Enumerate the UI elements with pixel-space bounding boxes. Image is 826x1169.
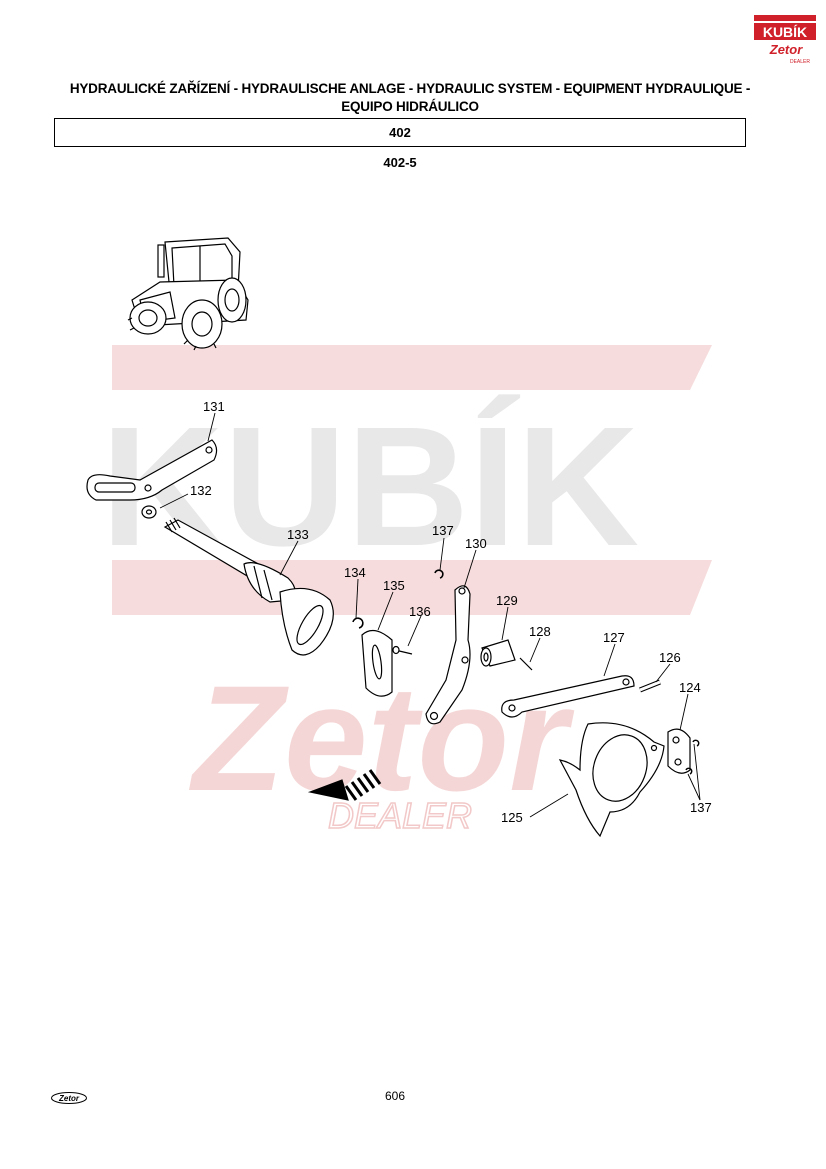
section-number-box: 402 bbox=[54, 118, 746, 147]
part-label-134: 134 bbox=[344, 565, 366, 580]
part-label-128: 128 bbox=[529, 624, 551, 639]
part-134-circlip bbox=[352, 617, 364, 629]
part-125-cam bbox=[558, 722, 665, 838]
page-title: HYDRAULICKÉ ZAŘÍZENÍ - HYDRAULISCHE ANLA… bbox=[40, 80, 780, 116]
part-124-link bbox=[667, 728, 691, 774]
part-label-129: 129 bbox=[496, 593, 518, 608]
part-130-arm bbox=[425, 585, 471, 725]
part-137-clip bbox=[434, 569, 444, 579]
part-label-135: 135 bbox=[383, 578, 405, 593]
logo-zetor-text: Zetor bbox=[769, 42, 803, 57]
part-labels: 131 132 133 134 135 136 137 130 129 128 … bbox=[190, 399, 712, 825]
title-line-2: EQUIPO HIDRÁULICO bbox=[341, 99, 479, 114]
watermark: KUBÍK Zetor DEALER bbox=[101, 345, 712, 837]
part-131-lever bbox=[86, 439, 218, 501]
part-label-136: 136 bbox=[409, 604, 431, 619]
part-127-rod bbox=[501, 675, 635, 718]
zetor-footer-logo: Zetor bbox=[51, 1092, 87, 1104]
part-label-131: 131 bbox=[203, 399, 225, 414]
part-label-137-top: 137 bbox=[432, 523, 454, 538]
section-number: 402 bbox=[389, 125, 411, 140]
logo-dealer-text: DEALER bbox=[790, 59, 810, 65]
part-label-132: 132 bbox=[190, 483, 212, 498]
parts bbox=[86, 412, 701, 838]
title-line-1: HYDRAULICKÉ ZAŘÍZENÍ - HYDRAULISCHE ANLA… bbox=[69, 81, 751, 96]
page-number: 606 bbox=[384, 1089, 406, 1103]
part-label-130: 130 bbox=[465, 536, 487, 551]
part-128-pin bbox=[519, 657, 533, 671]
direction-arrow-icon bbox=[307, 779, 349, 801]
part-label-124: 124 bbox=[679, 680, 701, 695]
watermark-kubik-text: KUBÍK bbox=[101, 392, 639, 582]
part-label-137-bottom: 137 bbox=[690, 800, 712, 815]
subsection-number: 402-5 bbox=[383, 155, 417, 170]
logo-kubik-text: KUBÍK bbox=[763, 24, 807, 40]
part-label-125: 125 bbox=[501, 810, 523, 825]
part-132-washer bbox=[141, 505, 157, 519]
part-label-133: 133 bbox=[287, 527, 309, 542]
part-label-127: 127 bbox=[603, 630, 625, 645]
kubik-zetor-logo: KUBÍK Zetor DEALER bbox=[754, 15, 816, 65]
tractor-icon bbox=[127, 237, 249, 351]
watermark-dealer-text: DEALER bbox=[328, 795, 472, 836]
part-label-126: 126 bbox=[659, 650, 681, 665]
footer-logo-text: Zetor bbox=[58, 1094, 80, 1103]
part-135-plate bbox=[361, 629, 393, 697]
